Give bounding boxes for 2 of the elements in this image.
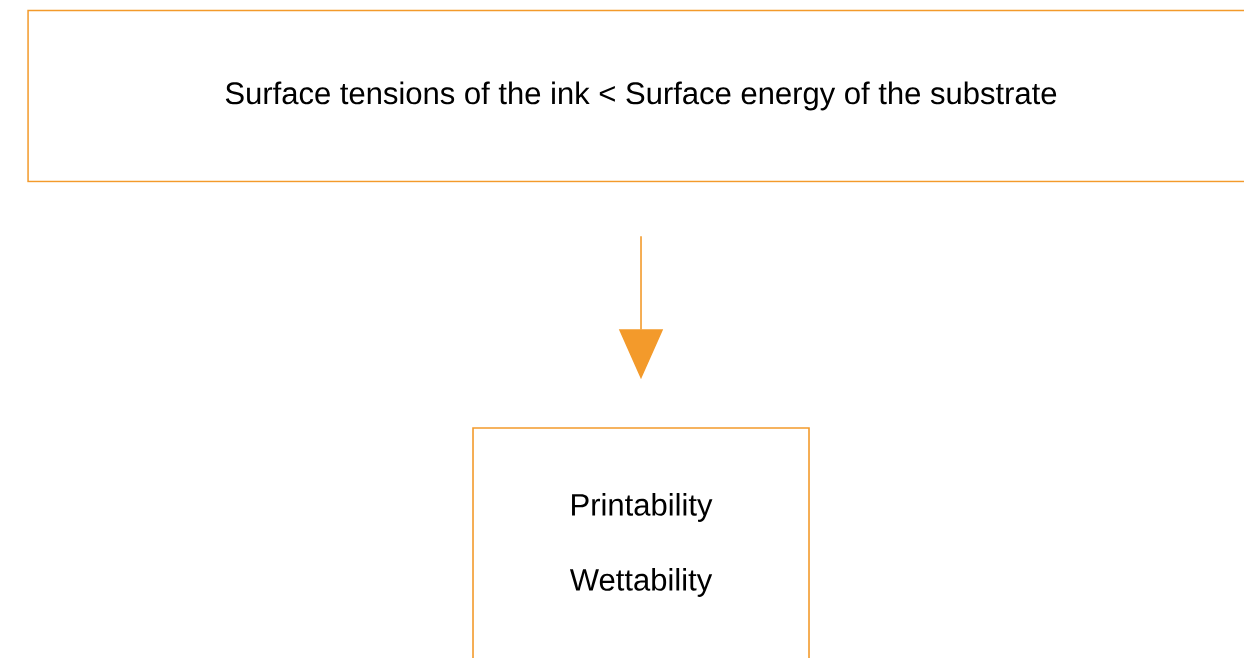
process-box: Surface tensions of the ink < Surface energy of the substrate (27, 9, 1244, 183)
process-box: Printability Wettability (472, 427, 810, 658)
